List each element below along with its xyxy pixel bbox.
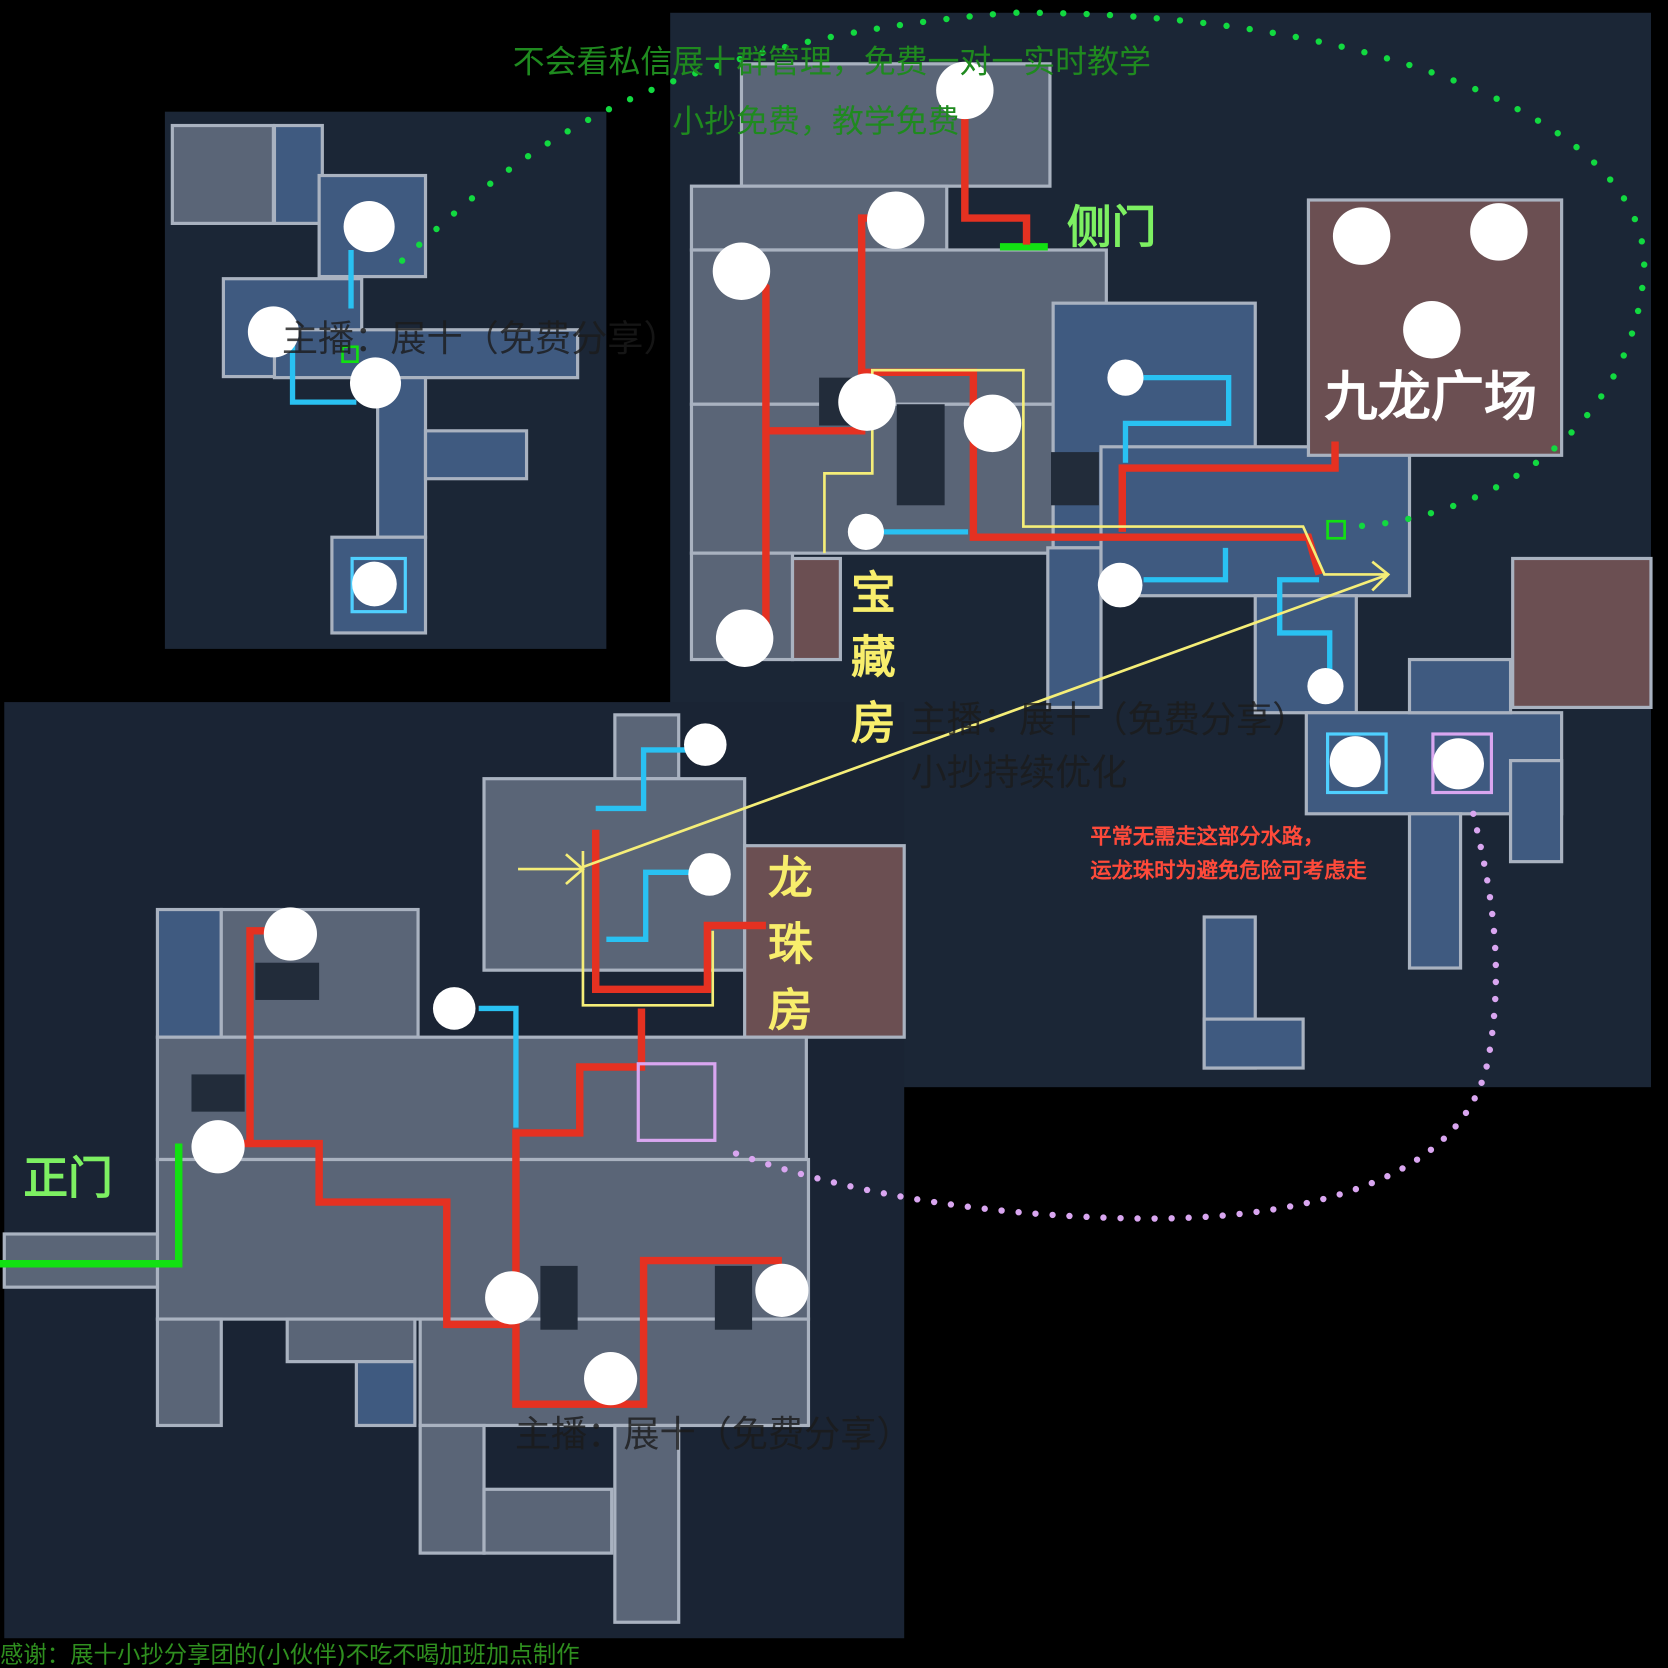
pink-dotted-route xyxy=(720,810,1500,1222)
water-route-note-1: 平常无需走这部分水路， xyxy=(1090,824,1324,850)
routes xyxy=(0,90,1494,1408)
water-route-note-2: 运龙珠时为避免危险可考虑走 xyxy=(1090,858,1367,884)
plaza-label: 九龙广场 xyxy=(1324,366,1537,428)
treasure-room-char-1: 宝 xyxy=(851,567,896,619)
credits-footer: 感谢：展十小抄分享团的(小伙伴)不吃不喝加班加点制作 xyxy=(0,1641,580,1668)
exit-marker xyxy=(1326,519,1346,540)
dragon-room-char-1: 龙 xyxy=(768,853,813,905)
streamer-watermark-1: 主播：展十（免费分享） xyxy=(282,317,680,360)
treasure-room-char-2: 藏 xyxy=(851,631,896,683)
green-dotted-route xyxy=(398,9,1648,530)
main-gate-label: 正门 xyxy=(23,1153,112,1205)
streamer-watermark-3: 主播：展十（免费分享） xyxy=(515,1413,913,1456)
dragon-room-char-3: 房 xyxy=(768,984,813,1036)
header-line-1: 不会看私信展十群管理，免费一对一实时教学 xyxy=(513,42,1151,80)
main-gate-path xyxy=(0,1143,183,1268)
optimize-watermark: 小抄持续优化 xyxy=(911,751,1128,794)
side-gate-label: 侧门 xyxy=(1067,202,1156,254)
dragon-room-char-2: 珠 xyxy=(768,919,813,971)
header-line-2: 小抄免费，教学免费 xyxy=(672,102,959,140)
streamer-watermark-2: 主播：展十（免费分享） xyxy=(911,698,1309,741)
treasure-room-char-3: 房 xyxy=(851,697,896,749)
waypoints xyxy=(191,61,1528,1406)
